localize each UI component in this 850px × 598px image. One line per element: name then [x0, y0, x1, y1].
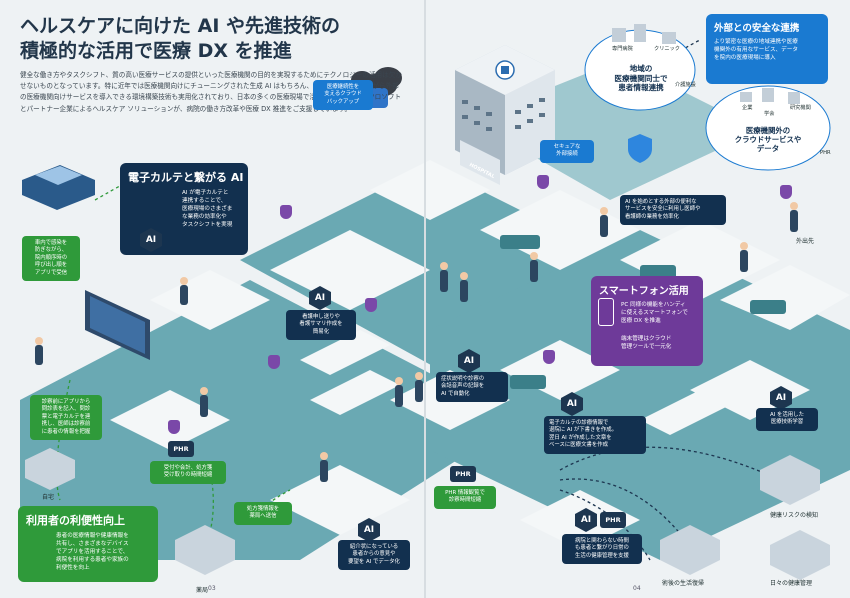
cloud-label-phr: PHR	[820, 150, 831, 156]
ehr-ai-title: 電子カルテと繋がる AI	[128, 171, 244, 184]
waiting-display	[85, 290, 150, 360]
payment-caption: 受付や会計、処方箋 受け取りの時間短縮	[150, 461, 226, 484]
prescription-caption: 処方箋情報を 薬局へ送信	[234, 502, 292, 525]
cloud-label-company: 企業	[742, 105, 753, 111]
cloud-label-society: 学会	[764, 111, 775, 117]
location-pin-icon	[780, 185, 792, 199]
shield-icon	[628, 134, 652, 163]
user-convenience-box: 利用者の利便性向上 患者の医療情報や健康情報を 共有し、さまざまなデバイス でア…	[18, 506, 158, 582]
location-pin-icon	[280, 205, 292, 219]
user-convenience-body: 患者の医療情報や健康情報を 共有し、さまざまなデバイス でアプリを活用することで…	[56, 533, 129, 571]
location-pin-icon	[365, 298, 377, 312]
ai-icon: AI	[458, 349, 480, 373]
home-label: 自宅	[42, 494, 55, 501]
cloud-services-title: 医療機関外の クラウドサービスや データ	[734, 126, 802, 154]
pharmacy-label: 薬局	[196, 587, 209, 594]
ai-icon: AI	[770, 386, 792, 410]
page-fold	[424, 0, 426, 598]
external-ai-caption: AI を始めとする外部の便利な サービスを安全に利用し医師や 看護師の業務を効率…	[620, 195, 726, 226]
health-risk-label: 健康リスクの検知	[770, 512, 819, 519]
car-reception-caption: 車内で感染を 防ぎながら、 院内順序時の 呼び出し順を アプリで受信	[22, 236, 80, 282]
phr-badge: PHR	[168, 441, 194, 457]
ai-icon: AI	[140, 228, 162, 252]
cloud-backup-caption: 医療継続性を 支えるクラウド バックアップ	[313, 80, 373, 111]
ehr-diagnosis-caption: 電子カルテの診療情報で 退院に AI が下書きを作成。 翌日 AI が作成した文…	[544, 416, 646, 454]
smartphone-title: スマートフォン活用	[599, 286, 689, 297]
region-collab-title: 地域の 医療機関同士で 患者情報連携	[614, 64, 668, 92]
title-line-2: 積極的な活用で医療 DX を推進	[20, 40, 292, 62]
page-number-right: 04	[633, 585, 641, 592]
cloud-label-research: 研究機関	[790, 105, 811, 111]
phr-badge: PHR	[450, 466, 476, 482]
tech-learning-caption: AI を活用した 医療技術学習	[756, 408, 818, 431]
reception-platform	[150, 270, 270, 330]
location-pin-icon	[537, 175, 549, 189]
home-app-caption: 診察前にアプリから 問診表を記入、問診 票と電子カルテを連 携し、医師は診察前 …	[30, 395, 102, 441]
external-collab-title: 外部との安全な連携	[714, 23, 800, 34]
ai-icon: AI	[358, 518, 380, 542]
smartphone-body: PC 同様の機能をハンディ に使えるスマートフォンで 医療 DX を推進	[621, 302, 688, 324]
clinic-label-care: 介護施設	[675, 82, 696, 88]
location-pin-icon	[543, 350, 555, 364]
clinic-label-clinic: クリニック	[654, 46, 680, 52]
location-pin-icon	[168, 420, 180, 434]
ai-icon: AI	[575, 508, 597, 532]
operating-platform	[480, 190, 640, 270]
page-title: ヘルスケアに向けた AI や先進技術の 積極的な活用で医療 DX を推進	[20, 14, 420, 64]
daily-health-label: 日々の健康管理	[770, 580, 813, 587]
location-pin-icon	[268, 355, 280, 369]
clinic-label-specialty: 専門病院	[612, 46, 633, 52]
smartphone-box: スマートフォン活用 PC 同様の機能をハンディ に使えるスマートフォンで 医療 …	[591, 276, 703, 366]
office-platform	[270, 465, 410, 535]
ai-icon: AI	[309, 286, 331, 310]
floor-area-right	[430, 230, 850, 560]
outing-label: 外出先	[796, 238, 815, 245]
external-collab-body: より緊密な医療の地域連携や医療 機関外の有用なサービス、データ を院内の医療現場…	[714, 39, 798, 61]
after-hours-caption: 病院と関わらない時間 も患者と繋がり日常の 生活の健康管理を支援	[562, 534, 642, 565]
diagnosis-caption: 症状説明や診察の 会話音声の記録を AI で自動化	[436, 372, 508, 403]
title-line-1: ヘルスケアに向けた AI や先進技術の	[20, 15, 341, 37]
smartphone-icon	[598, 298, 614, 326]
nurse-handoff-caption: 看護申し送りや 看護サマリ作成を 簡易化	[286, 310, 356, 341]
ai-icon: AI	[561, 392, 583, 416]
secure-access-caption: セキュアな 外部接続	[540, 140, 594, 163]
rehab-label: 術後の生活復帰	[662, 580, 705, 587]
user-convenience-title: 利用者の利便性向上	[26, 514, 125, 527]
external-collab-box: 外部との安全な連携 より緊密な医療の地域連携や医療 機関外の有用なサービス、デー…	[706, 14, 828, 84]
intro-paragraph: 健全な働き方やタスクシフト、質の高い医療サービスの提供といった医療機関の目的を実…	[20, 71, 402, 113]
ehr-ai-box: 電子カルテと繋がる AI AI が電子カルテと 連携することで、 医療現場のさま…	[120, 163, 248, 255]
desk-platform	[370, 160, 490, 220]
nurse-station-platform	[270, 230, 430, 310]
phr-consult-caption: PHR 情報観覧で 診察時間短縮	[434, 486, 496, 509]
inpatient-caption: 紹介状になっている 患者からの意見や 要望を AI でデータ化	[338, 540, 410, 571]
smartphone-sub: 端末管理はクラウド 管理ツールで一元化	[621, 336, 672, 350]
ehr-ai-body: AI が電子カルテと 連携することで、 医療現場のさまざま な業務の効率化や タ…	[182, 190, 233, 228]
car-icon	[22, 165, 95, 210]
cloud-oval	[705, 85, 831, 171]
page-number-left: 03	[208, 585, 216, 592]
phr-badge: PHR	[600, 512, 626, 528]
